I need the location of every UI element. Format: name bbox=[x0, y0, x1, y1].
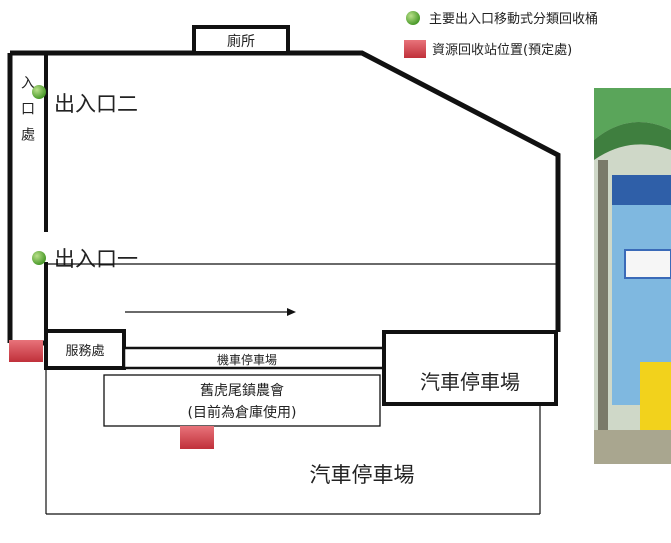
direction-arrow bbox=[125, 308, 296, 316]
recycle-bin-dot-entrance-1 bbox=[32, 251, 46, 265]
scooter-parking-label: 機車停車場 bbox=[217, 352, 277, 367]
legend-red-square-label: 資源回收站位置(預定處) bbox=[432, 43, 572, 58]
recycling-bin-photo bbox=[594, 88, 671, 464]
recycling-station-bottom bbox=[180, 426, 214, 449]
car-parking-right-label: 汽車停車場 bbox=[420, 370, 520, 394]
entrance-1-label: 出入口一 bbox=[54, 247, 138, 271]
car-parking-bottom-label: 汽車停車場 bbox=[310, 463, 415, 487]
entrance-side-label: 入口處 bbox=[19, 75, 35, 153]
legend-green-dot-label: 主要出入口移動式分類回收桶 bbox=[429, 12, 598, 27]
farmers-association-note: (目前為倉庫使用) bbox=[188, 404, 297, 421]
farmers-association-building bbox=[103, 374, 381, 427]
recycle-bin-dot-entrance-2 bbox=[32, 85, 46, 99]
bottom-parking-outline bbox=[45, 368, 541, 515]
legend-red-square-icon bbox=[404, 40, 426, 58]
car-parking-right-box bbox=[382, 330, 558, 406]
legend-green-dot-icon bbox=[406, 11, 420, 25]
restroom-box bbox=[192, 25, 290, 55]
restroom-label: 廁所 bbox=[227, 33, 255, 50]
legend: 主要出入口移動式分類回收桶 資源回收站位置(預定處) bbox=[404, 11, 598, 58]
entrance-2-label: 出入口二 bbox=[54, 92, 138, 116]
farmers-association-label: 舊虎尾鎮農會 bbox=[200, 383, 284, 399]
recycling-station-left bbox=[9, 340, 43, 362]
service-desk-label: 服務處 bbox=[65, 344, 104, 359]
